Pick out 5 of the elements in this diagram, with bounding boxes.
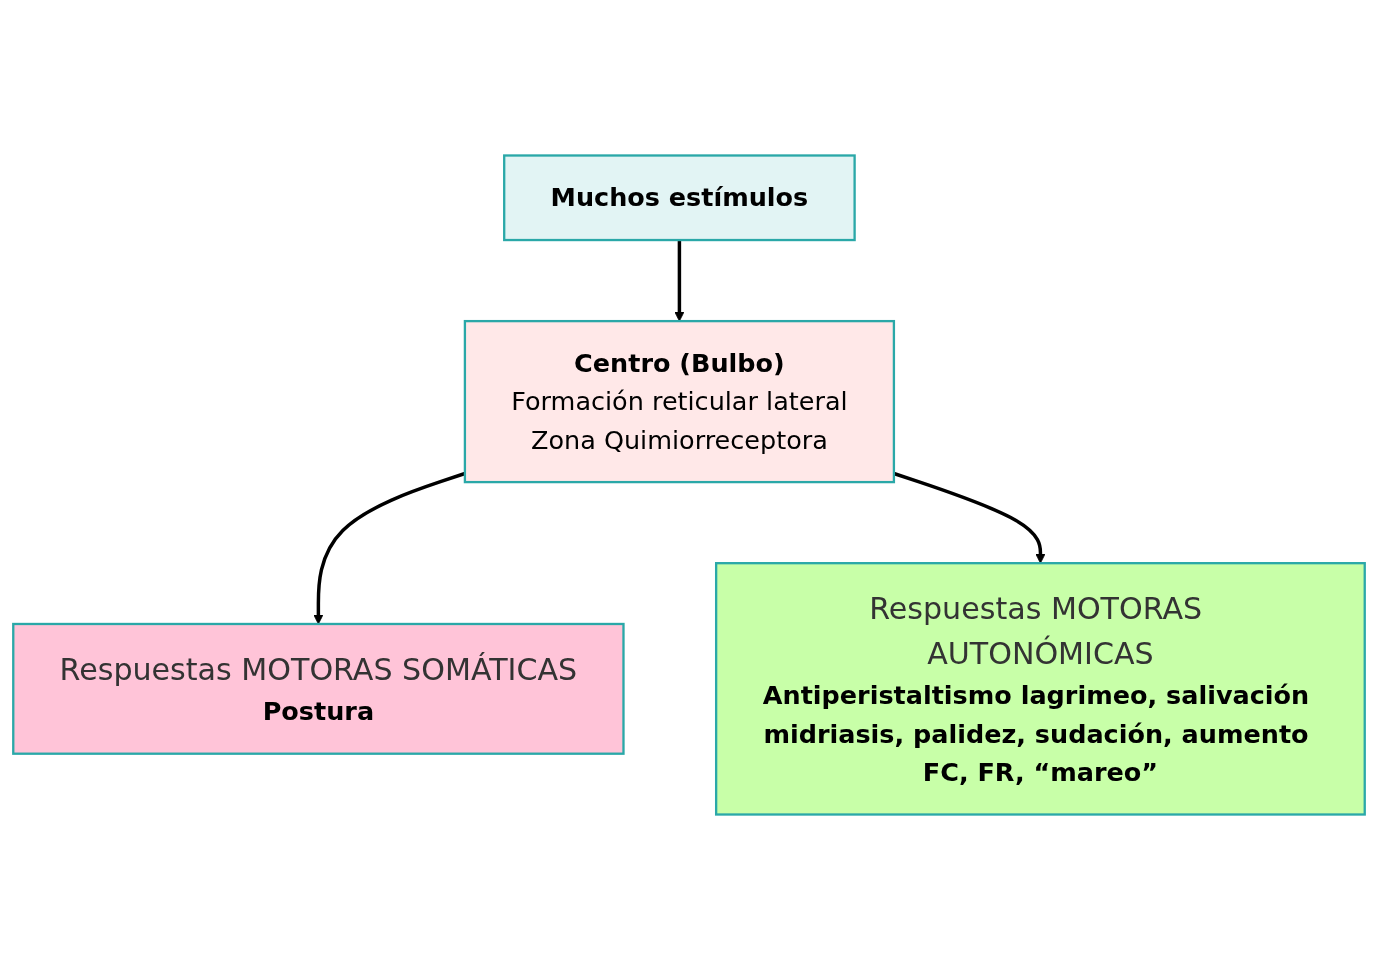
node-box: Muchos estímulos bbox=[503, 153, 856, 241]
node-box: Centro (Bulbo) Formación reticular lateral Zona Quimiorreceptora bbox=[463, 319, 896, 483]
node-box: Respuestas MOTORAS SOMÁTICAS Postura bbox=[12, 622, 625, 755]
arrow bbox=[313, 471, 466, 624]
node-box: Respuestas MOTORAS AUTONÓMICAS Antiperistaltismo lagrimeo, salivación midriasis, palidez, sudación, aumento FC, FR, “mareo” bbox=[715, 561, 1366, 816]
